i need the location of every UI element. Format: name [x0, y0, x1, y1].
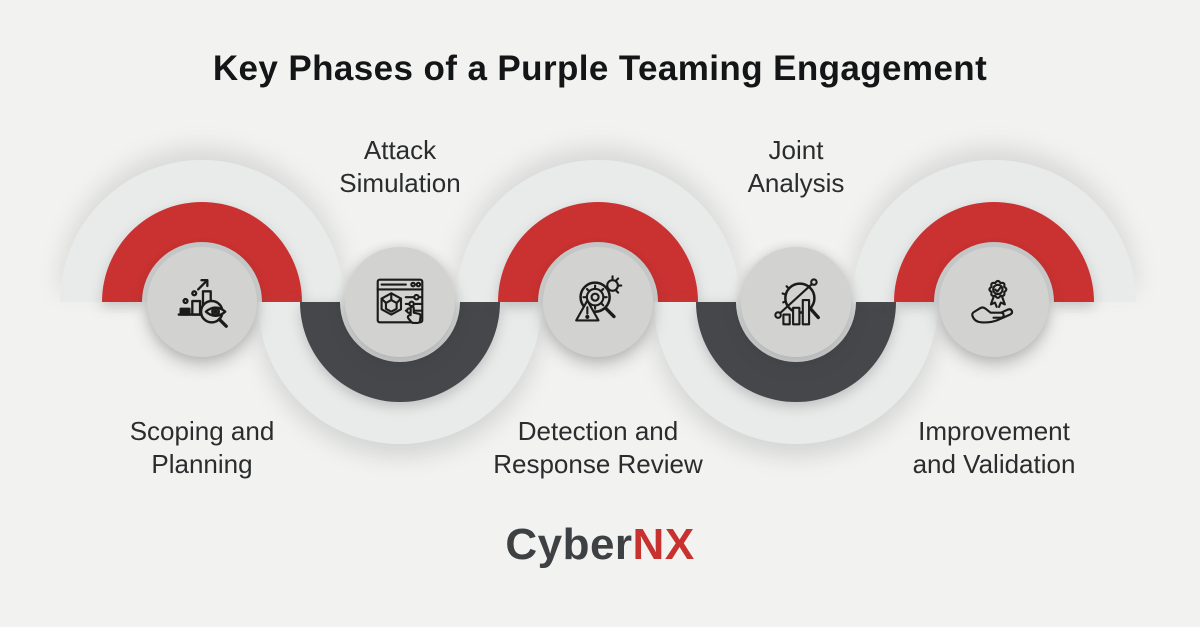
brand-logo-nx: NX: [632, 520, 695, 569]
simulation-window-cursor-icon: [376, 278, 424, 324]
magnifier-gear-alert-icon: [575, 275, 623, 322]
phase-label: Attack Simulation: [339, 135, 461, 198]
phase-label: Improvement and Validation: [912, 416, 1076, 479]
phase-icon-circle: [345, 247, 455, 357]
phase-icon-circle: [939, 247, 1049, 357]
phase-label: Detection and Response Review: [493, 416, 703, 479]
analytics-magnifier-eye-icon: [177, 279, 228, 328]
phase-icon-circle: [543, 247, 653, 357]
phase-icon-circle: [147, 247, 257, 357]
brand-logo: CyberNX: [0, 520, 1200, 570]
phase-label: Joint Analysis: [747, 135, 845, 198]
phase-icon-circle: [741, 247, 851, 357]
hand-award-check-icon: [971, 279, 1014, 324]
brand-logo-cyber: Cyber: [505, 520, 633, 569]
phase-label: Scoping and Planning: [129, 416, 275, 479]
chart-trend-magnifier-icon: [774, 278, 820, 326]
page-title: Key Phases of a Purple Teaming Engagemen…: [212, 49, 988, 88]
